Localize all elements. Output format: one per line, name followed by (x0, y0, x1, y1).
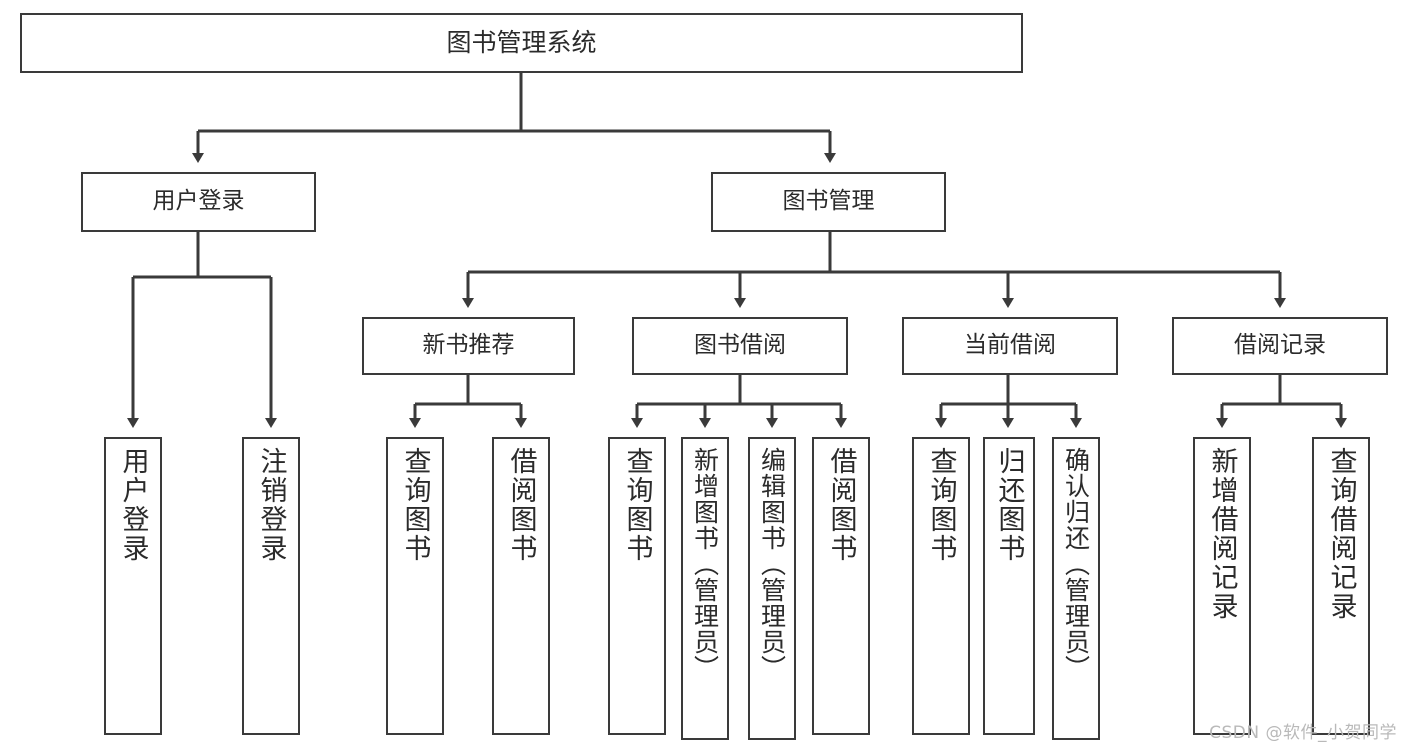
node-label: 编辑图书（管理员） (757, 447, 787, 681)
node-label: 确认归还（管理员） (1061, 447, 1091, 681)
node-label: 归还图书 (993, 447, 1025, 563)
node-leaf-logout-login[interactable]: 注销登录 (242, 437, 300, 735)
node-leaf-query-book-borrow[interactable]: 查询图书 (608, 437, 666, 735)
node-label: 借阅图书 (825, 447, 857, 563)
node-leaf-add-borrow-record[interactable]: 新增借阅记录 (1193, 437, 1251, 735)
node-leaf-edit-book-admin[interactable]: 编辑图书（管理员） (748, 437, 796, 740)
node-leaf-return-book[interactable]: 归还图书 (983, 437, 1035, 735)
node-book-borrow[interactable]: 图书借阅 (632, 317, 848, 375)
node-label: 新增图书（管理员） (690, 447, 720, 681)
csdn-watermark: CSDN @软件_小贺同学 (1209, 723, 1397, 743)
node-book-management[interactable]: 图书管理 (711, 172, 946, 232)
node-label: 查询图书 (925, 447, 957, 563)
node-root-book-management-system[interactable]: 图书管理系统 (20, 13, 1023, 73)
node-label: 图书管理系统 (446, 28, 597, 57)
node-label: 新增借阅记录 (1206, 447, 1238, 621)
node-label: 用户登录 (152, 188, 245, 215)
node-borrow-record[interactable]: 借阅记录 (1172, 317, 1388, 375)
node-label: 当前借阅 (964, 332, 1056, 359)
node-label: 用户登录 (117, 447, 149, 563)
node-leaf-add-book-admin[interactable]: 新增图书（管理员） (681, 437, 729, 740)
node-leaf-borrow-book[interactable]: 借阅图书 (812, 437, 870, 735)
node-label: 查询图书 (399, 447, 431, 563)
node-leaf-query-book-current[interactable]: 查询图书 (912, 437, 970, 735)
node-label: 新书推荐 (422, 332, 515, 359)
node-label: 查询借阅记录 (1325, 447, 1357, 621)
node-user-login[interactable]: 用户登录 (81, 172, 316, 232)
node-label: 注销登录 (255, 447, 287, 563)
node-leaf-user-login[interactable]: 用户登录 (104, 437, 162, 735)
node-new-book-recommend[interactable]: 新书推荐 (362, 317, 575, 375)
node-leaf-query-book-recommend[interactable]: 查询图书 (386, 437, 444, 735)
node-label: 图书管理 (782, 188, 875, 215)
node-label: 查询图书 (621, 447, 653, 563)
node-leaf-borrow-book-recommend[interactable]: 借阅图书 (492, 437, 550, 735)
node-leaf-query-borrow-record[interactable]: 查询借阅记录 (1312, 437, 1370, 735)
node-label: 图书借阅 (694, 332, 786, 359)
node-current-borrow[interactable]: 当前借阅 (902, 317, 1118, 375)
node-leaf-confirm-return-admin[interactable]: 确认归还（管理员） (1052, 437, 1100, 740)
node-label: 借阅记录 (1234, 332, 1326, 359)
node-label: 借阅图书 (505, 447, 537, 563)
